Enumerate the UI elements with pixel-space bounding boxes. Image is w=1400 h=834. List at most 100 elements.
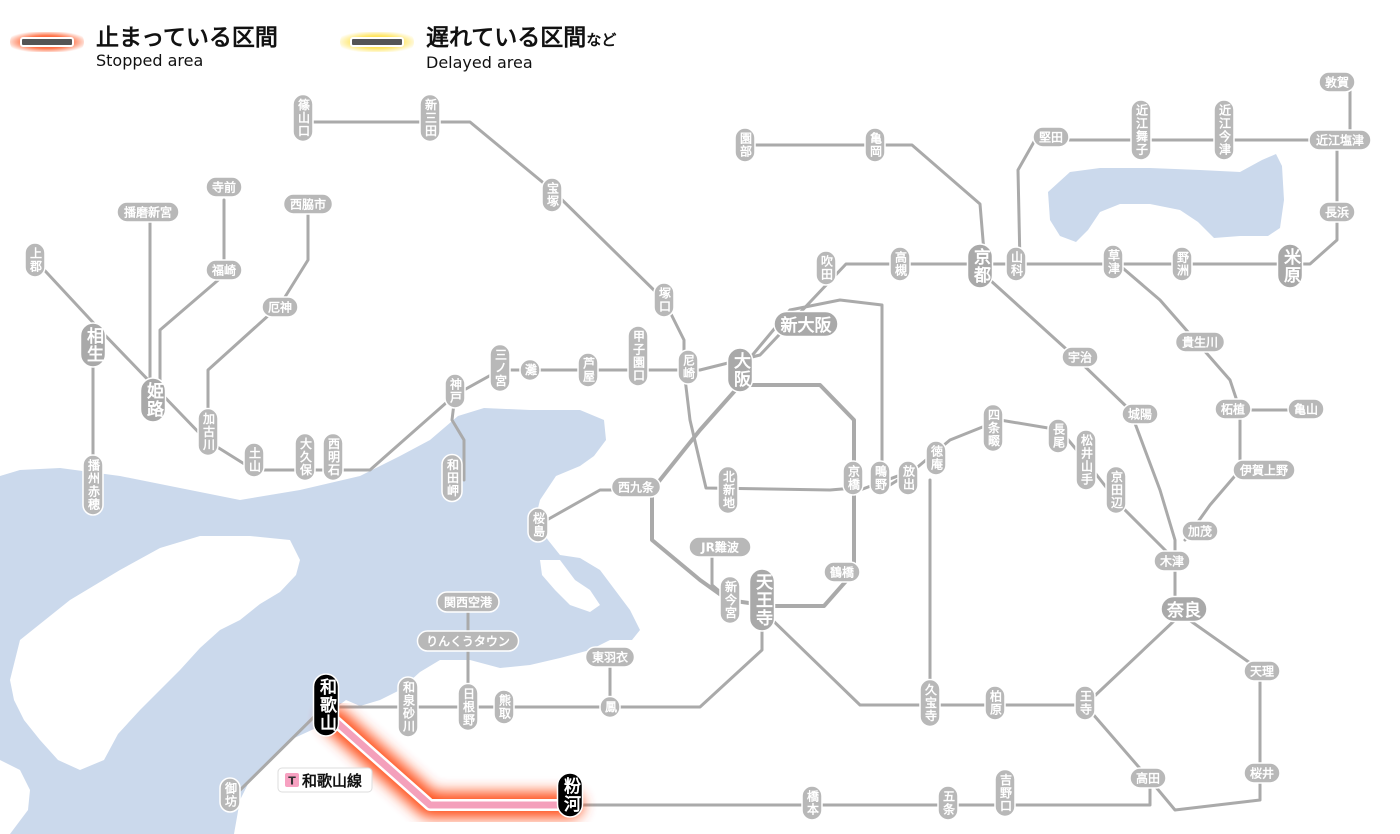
station-sakurajima[interactable]: 桜島 — [527, 507, 549, 543]
station-kizu[interactable]: 木津 — [1153, 550, 1191, 572]
station-marker — [441, 453, 463, 503]
station-tokuan[interactable]: 徳庵 — [925, 440, 947, 476]
stopped-swatch-icon — [10, 32, 84, 52]
station-sakurai[interactable]: 桜井 — [1243, 762, 1281, 784]
station-ashiya[interactable]: 芦屋 — [577, 352, 599, 388]
station-yamashina[interactable]: 山科 — [1005, 246, 1027, 282]
station-shinosaka[interactable]: 新大阪 — [773, 310, 839, 338]
station-yasu[interactable]: 野洲 — [1171, 246, 1193, 282]
station-harimashingu[interactable]: 播磨新宮 — [116, 201, 180, 223]
station-nada[interactable]: 灘 — [519, 358, 541, 382]
station-wadamisaki[interactable]: 和田岬 — [441, 453, 463, 503]
station-gobo[interactable]: 御坊 — [219, 777, 241, 813]
station-kusatsu[interactable]: 草津 — [1102, 244, 1124, 280]
station-matsuiyamate[interactable]: 松井山手 — [1075, 429, 1097, 491]
station-kitashinchi[interactable]: 北新地 — [717, 465, 739, 515]
station-joyo[interactable]: 城陽 — [1121, 403, 1159, 425]
station-nara[interactable]: 奈良 — [1160, 595, 1208, 623]
station-sonobe[interactable]: 園部 — [734, 127, 756, 163]
station-tsuge[interactable]: 柘植 — [1214, 398, 1252, 420]
station-kibukawa[interactable]: 貴生川 — [1174, 331, 1226, 353]
station-igaueno[interactable]: 伊賀上野 — [1232, 459, 1296, 481]
station-yakujin[interactable]: 厄神 — [261, 296, 299, 318]
station-kansaiairport[interactable]: 関西空港 — [436, 591, 500, 613]
station-name: 京都 — [970, 247, 992, 284]
station-name: 五条 — [942, 790, 956, 816]
station-name: 播磨新宮 — [124, 205, 172, 220]
station-tennoji[interactable]: 天王寺 — [748, 568, 776, 632]
station-dobuzan[interactable]: 土山 — [243, 442, 265, 478]
station-izumisunagawa[interactable]: 和泉砂川 — [397, 676, 419, 738]
station-sasayamaguchi[interactable]: 篠山口 — [292, 93, 314, 143]
station-himeji[interactable]: 姫路 — [139, 377, 167, 423]
station-marker — [139, 377, 167, 423]
station-nishiakashi[interactable]: 西明石 — [322, 432, 344, 482]
station-uji[interactable]: 宇治 — [1061, 346, 1099, 368]
station-osaka[interactable]: 大阪 — [726, 347, 754, 393]
station-yoshinoguchi[interactable]: 吉野口 — [994, 768, 1016, 818]
station-omiimazu[interactable]: 近江今津 — [1213, 99, 1235, 161]
station-hashimoto[interactable]: 橋本 — [801, 785, 823, 821]
station-higashihagoromo[interactable]: 東羽衣 — [584, 646, 636, 668]
station-suita[interactable]: 吹田 — [815, 250, 837, 286]
station-sannomiya[interactable]: 三ノ宮 — [489, 343, 511, 393]
station-nagahama[interactable]: 長浜 — [1318, 201, 1356, 223]
station-gojo[interactable]: 五条 — [937, 785, 959, 821]
station-tsukaguchi[interactable]: 塚口 — [653, 282, 675, 318]
station-oji[interactable]: 王寺 — [1074, 685, 1096, 721]
station-rinkutown[interactable]: りんくうタウン — [416, 630, 520, 652]
station-okubo[interactable]: 大久保 — [294, 432, 316, 482]
station-aioi[interactable]: 相生 — [79, 322, 107, 368]
station-kyotanabe[interactable]: 京田辺 — [1105, 465, 1127, 515]
line-label-wakayama[interactable]: T 和歌山線 — [277, 767, 373, 793]
station-takatsuki[interactable]: 高槻 — [889, 246, 911, 282]
station-shijonawate[interactable]: 四条畷 — [982, 403, 1004, 453]
station-kumatori[interactable]: 熊取 — [493, 689, 515, 725]
station-maibara[interactable]: 米原 — [1276, 243, 1304, 289]
station-takada[interactable]: 高田 — [1129, 767, 1167, 789]
station-hanaten[interactable]: 放出 — [897, 460, 919, 496]
station-kamigori[interactable]: 上郡 — [24, 242, 46, 278]
station-kokawa[interactable]: 粉河 — [556, 772, 584, 818]
station-nishiwakishi[interactable]: 西脇市 — [282, 193, 334, 215]
station-shinsanda[interactable]: 新三田 — [419, 93, 441, 143]
station-koshienguchi[interactable]: 甲子園口 — [627, 325, 649, 387]
station-omishiotsu[interactable]: 近江塩津 — [1308, 129, 1372, 151]
station-jrnamba[interactable]: JR難波 — [688, 536, 752, 558]
station-hineno[interactable]: 日根野 — [457, 682, 479, 732]
station-kashiwara[interactable]: 柏原 — [984, 685, 1006, 721]
station-tsuruga[interactable]: 敦賀 — [1318, 71, 1356, 93]
station-shinimamiya[interactable]: 新今宮 — [719, 575, 741, 625]
station-wakayama[interactable]: 和歌山 — [312, 673, 340, 737]
station-kameyama[interactable]: 亀山 — [1287, 398, 1325, 420]
station-tenri[interactable]: 天理 — [1243, 660, 1281, 682]
station-shigino[interactable]: 鴫野 — [869, 460, 891, 496]
station-marker — [919, 678, 941, 728]
station-katata[interactable]: 堅田 — [1032, 126, 1070, 148]
station-nagao[interactable]: 長尾 — [1047, 418, 1069, 454]
station-marker — [815, 250, 837, 286]
station-kyuhoji[interactable]: 久宝寺 — [919, 678, 941, 728]
station-name: 上郡 — [29, 246, 43, 273]
station-name: 長浜 — [1325, 205, 1349, 220]
station-fukusaki[interactable]: 福崎 — [205, 259, 243, 281]
station-nishikujo[interactable]: 西九条 — [610, 476, 662, 498]
station-kamo[interactable]: 加茂 — [1181, 520, 1219, 542]
station-name: 橋本 — [806, 789, 820, 816]
station-marker — [1214, 398, 1252, 420]
station-tsuruhashi[interactable]: 鶴橋 — [823, 561, 861, 583]
station-otori[interactable]: 鳳 — [599, 695, 621, 719]
station-marker — [1160, 595, 1208, 623]
station-kameoka[interactable]: 亀岡 — [864, 127, 886, 163]
station-amagasaki[interactable]: 尼崎 — [677, 349, 699, 385]
station-marker — [726, 347, 754, 393]
station-kyobashi[interactable]: 京橋 — [842, 460, 864, 496]
station-banshuako[interactable]: 播州赤穂 — [82, 454, 104, 516]
station-marker — [984, 685, 1006, 721]
station-kakogawa[interactable]: 加古川 — [197, 407, 219, 457]
station-takarazuka[interactable]: 宝塚 — [541, 177, 563, 213]
station-kobe[interactable]: 神戸 — [444, 373, 466, 409]
station-omimaiko[interactable]: 近江舞子 — [1130, 99, 1152, 161]
station-kyoto[interactable]: 京都 — [966, 243, 994, 289]
station-teramae[interactable]: 寺前 — [205, 176, 243, 198]
